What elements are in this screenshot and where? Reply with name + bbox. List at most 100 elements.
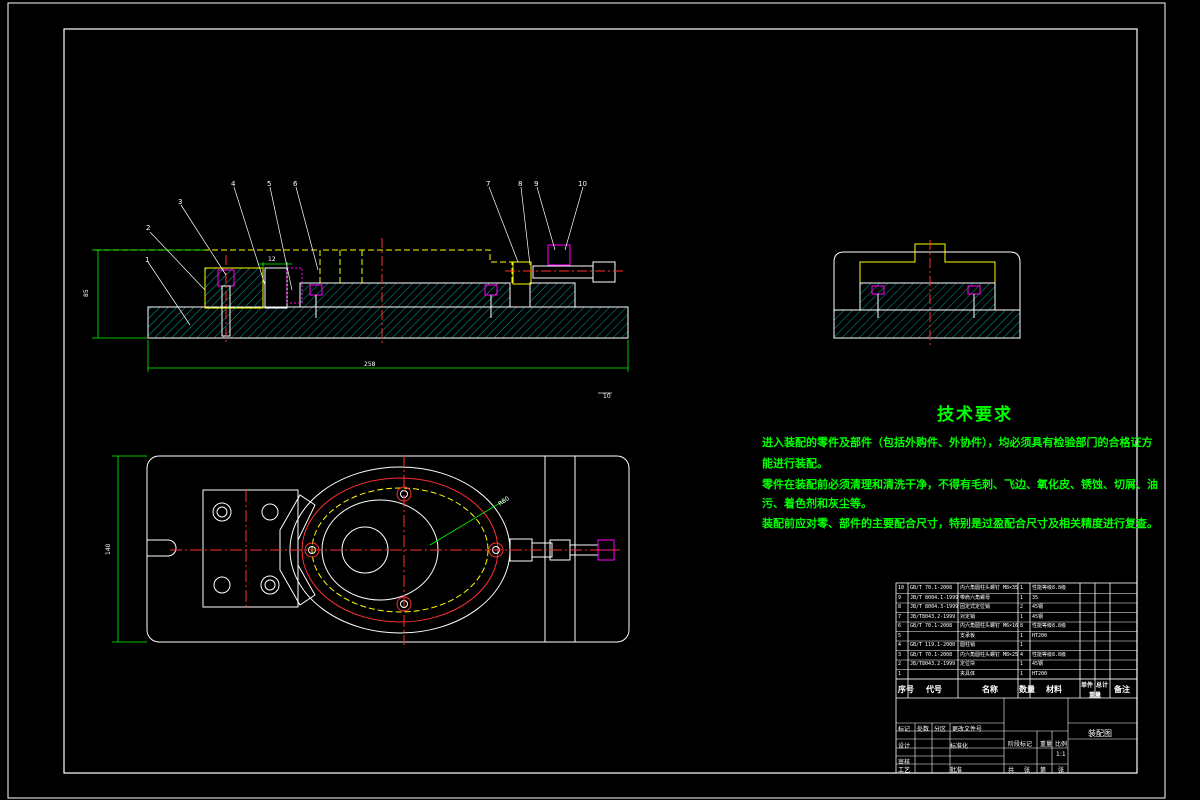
technical-requirements-title: 技术要求 xyxy=(937,405,1013,425)
bom-header-weight: 重量 xyxy=(1089,692,1102,699)
bom-cell-r8-c1: JB/T8043.2-1999 xyxy=(910,661,956,667)
balloon-leaders xyxy=(147,186,612,394)
bom-cell-r2-c1: JB/T 8004.3-1999 xyxy=(910,604,959,610)
balloon-numbers: 1 2 3 4 5 6 7 8 9 10 xyxy=(145,180,587,264)
bom-cell-r4-c0: 6 xyxy=(898,623,902,629)
tb-label-weight: 重量 xyxy=(1040,741,1053,748)
tb-label-review: 审核 xyxy=(898,759,911,766)
bom-header-code: 代号 xyxy=(926,685,942,694)
front-dimensions xyxy=(92,249,629,372)
balloon-3: 3 xyxy=(178,198,182,206)
scale-value: 1:1 xyxy=(1056,751,1066,758)
tech-req-line-2: 能进行装配。 xyxy=(762,457,828,470)
bom-cell-r1-c4: 35 xyxy=(1032,594,1039,601)
bom-cell-r7-c1: GB/T 70.1-2008 xyxy=(910,651,953,658)
bom-row-lines xyxy=(896,593,1137,680)
inner-frame xyxy=(63,28,1138,774)
bom-header-name: 名称 xyxy=(982,685,998,694)
bom-cell-r2-c2: 固定式定位销 xyxy=(960,604,991,610)
bom-cell-r0-c3: 1 xyxy=(1020,585,1024,591)
bom-header-material: 材料 xyxy=(1046,685,1062,694)
bom-cell-r8-c4: 45钢 xyxy=(1032,661,1044,667)
bom-cell-r2-c4: 45钢 xyxy=(1032,604,1044,610)
bom-header-remark: 备注 xyxy=(1114,685,1130,694)
tb-label-design: 设计 xyxy=(898,743,911,750)
bom-cell-r3-c3: 1 xyxy=(1020,613,1024,620)
balloon-5: 5 xyxy=(267,180,271,188)
bom-header-unit: 单件 xyxy=(1081,682,1094,689)
balloon-1: 1 xyxy=(145,256,149,264)
bom-cell-r7-c4: 性能等级8.8级 xyxy=(1032,651,1067,658)
tech-req-line-5: 装配前应对零、部件的主要配合尺寸，特别是过盈配合尺寸及相关精度进行复查。 xyxy=(762,517,1158,530)
tb-label-no: 第 xyxy=(1040,767,1047,774)
bom-cell-r2-c3: 2 xyxy=(1020,604,1024,610)
bom-cell-r5-c2: 支承板 xyxy=(960,632,976,639)
tb-label-zone: 分区 xyxy=(934,726,947,733)
tb-label-approve: 批准 xyxy=(950,767,963,774)
tb-label-sheets: 张 xyxy=(1024,767,1031,774)
bom-cell-r2-c0: 8 xyxy=(898,604,902,610)
balloon-7: 7 xyxy=(486,180,490,188)
bom-cell-r3-c0: 7 xyxy=(898,613,902,620)
bom-cell-r4-c3: 8 xyxy=(1020,623,1024,629)
balloon-9: 9 xyxy=(534,180,538,188)
bom-header-no: 序号 xyxy=(898,685,914,694)
bom-cell-r0-c2: 内六角圆柱头螺钉 M8×35 xyxy=(960,585,1019,591)
dim-width: 140 xyxy=(105,543,112,555)
bom-cell-r5-c4: HT200 xyxy=(1032,632,1048,639)
balloon-10: 10 xyxy=(578,180,587,188)
front-section-view xyxy=(95,238,629,345)
bom-cell-r4-c1: GB/T 70.1-2008 xyxy=(910,623,953,629)
tech-req-line-3: 零件在装配前必须清理和清洗干净，不得有毛刺、飞边、氧化皮、锈蚀、切屑、油 xyxy=(762,478,1158,491)
tb-label-stage: 阶段标记 xyxy=(1008,741,1033,748)
tb-label-standard: 标准化 xyxy=(950,743,969,750)
bom-cell-r3-c4: 45钢 xyxy=(1032,613,1044,620)
bom-cell-r7-c2: 内六角圆柱头螺钉 M8×25 xyxy=(960,651,1019,658)
balloon-8: 8 xyxy=(518,180,522,188)
tech-req-line-1: 进入装配的零件及部件（包括外购件、外协件），均必须具有检验部门的合格证方 xyxy=(762,436,1153,449)
tech-req-line-4: 污、着色剂和灰尘等。 xyxy=(762,497,872,510)
tb-label-sheet: 张 xyxy=(1058,767,1065,774)
side-view xyxy=(833,240,1021,345)
bom-cell-r9-c0: 1 xyxy=(898,670,902,677)
dim-height: 85 xyxy=(83,289,90,297)
bom-cell-r1-c2: 带肩六角螺母 xyxy=(960,594,991,601)
bom-cell-r3-c1: JB/T8043.2-1999 xyxy=(910,613,956,620)
bom-cell-r5-c3: 1 xyxy=(1020,632,1024,639)
bom-cell-r8-c2: 定位块 xyxy=(960,661,976,667)
bom-cell-r6-c2: 圆柱销 xyxy=(960,642,976,648)
bom-cell-r0-c1: GB/T 70.1-2008 xyxy=(910,585,953,591)
tb-label-mark: 标记 xyxy=(898,726,911,733)
top-view xyxy=(146,455,630,645)
bom-cell-r4-c4: 性能等级8.8级 xyxy=(1032,623,1067,629)
bom-cell-r8-c3: 1 xyxy=(1020,661,1024,667)
bom-header-total: 总计 xyxy=(1096,682,1109,689)
bom-cell-r6-c3: 1 xyxy=(1020,642,1024,648)
tb-label-doc: 更改文件号 xyxy=(952,726,983,733)
title-block-grid xyxy=(896,698,1137,773)
bom-cell-r9-c4: HT200 xyxy=(1032,670,1048,677)
bom-cell-r5-c0: 5 xyxy=(898,632,902,639)
drawing-name: 装配图 xyxy=(1088,729,1112,738)
tb-label-total: 共 xyxy=(1008,767,1015,774)
dim-radius: R80 xyxy=(497,495,511,508)
bom-cell-r1-c0: 9 xyxy=(898,594,902,601)
tb-label-count: 处数 xyxy=(917,726,930,733)
bom-header-qty: 数量 xyxy=(1019,685,1035,694)
bom-cell-r9-c3: 1 xyxy=(1020,670,1024,677)
bom-cell-r7-c3: 4 xyxy=(1020,651,1024,658)
bom-cell-r8-c0: 2 xyxy=(898,661,902,667)
bom-cell-r3-c2: 对定销 xyxy=(960,613,976,620)
tb-label-process: 工艺 xyxy=(898,767,911,774)
bom-cell-r0-c0: 10 xyxy=(898,585,905,591)
outer-frame xyxy=(7,2,1166,799)
balloon-2: 2 xyxy=(146,224,150,232)
bom-cell-r1-c3: 1 xyxy=(1020,594,1024,601)
dim-shim: 12 xyxy=(268,256,276,263)
dim-length: 258 xyxy=(364,361,376,368)
bom-cell-r0-c4: 性能等级8.8级 xyxy=(1032,585,1067,591)
top-dimensions xyxy=(112,455,147,643)
balloon-6: 6 xyxy=(293,180,298,188)
section-mark: 10 xyxy=(603,393,611,400)
